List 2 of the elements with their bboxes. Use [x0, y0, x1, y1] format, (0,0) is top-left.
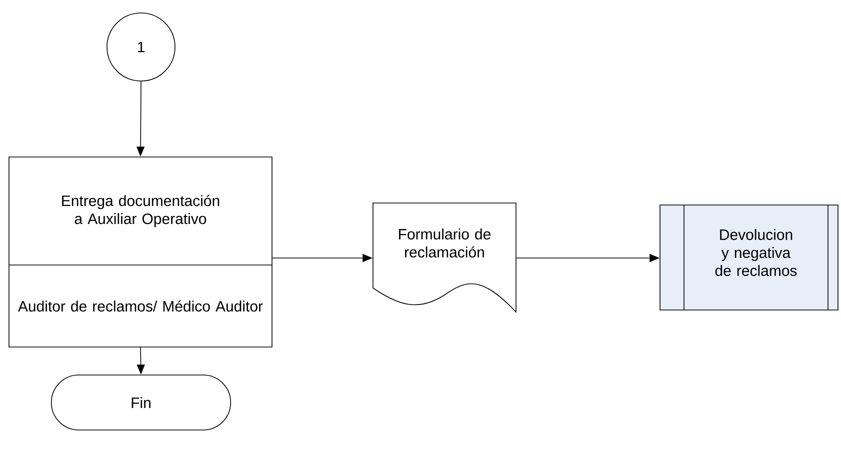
predefined-process-box: Devolucion y negativa de reclamos	[660, 204, 838, 310]
process-box: Entrega documentación a Auxiliar Operativo Auditor de reclamos/ Médico Auditor	[8, 156, 272, 348]
